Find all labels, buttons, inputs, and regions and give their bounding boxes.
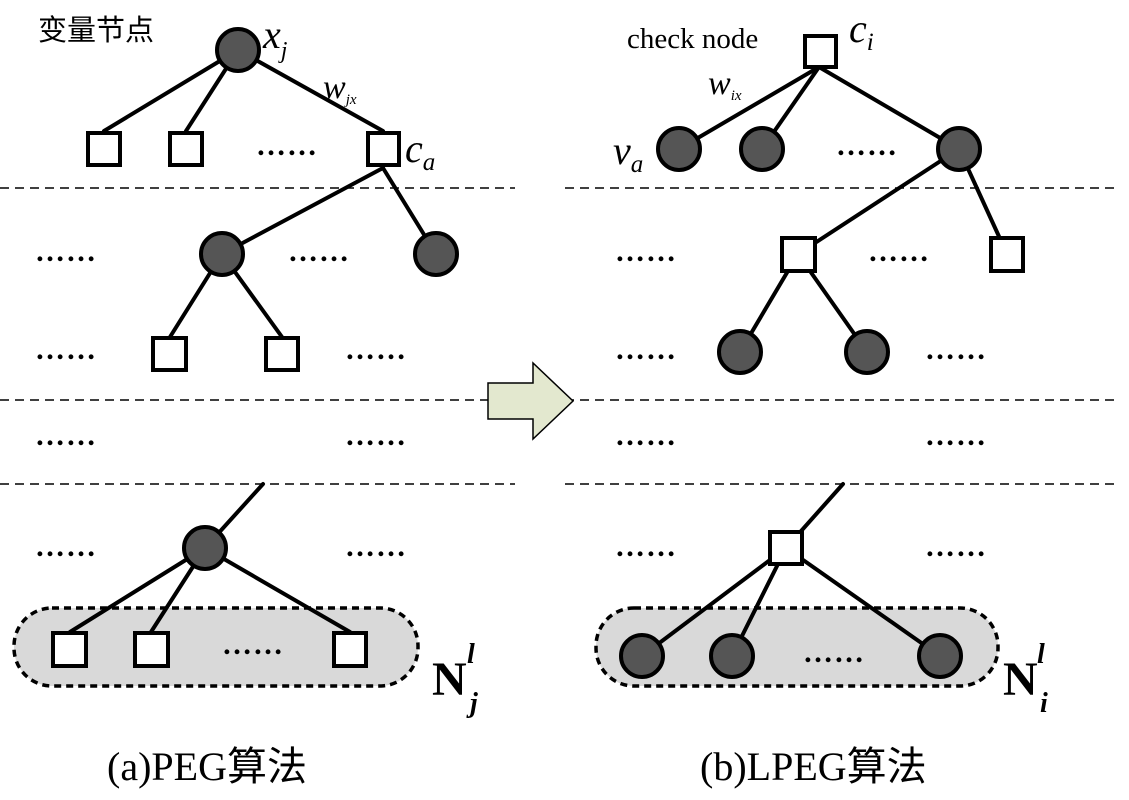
right-root-label-sub: i xyxy=(867,29,874,56)
right-edge-v3-c1 xyxy=(796,147,961,256)
right-check-node-2 xyxy=(989,236,1025,273)
left-edge-label: wjx xyxy=(323,69,357,108)
right-ellipsis-row2a: …… xyxy=(615,235,677,268)
right-root-label: ci xyxy=(849,6,874,56)
left-ellipsis-row4a: …… xyxy=(35,419,97,452)
right-edge-root-v3 xyxy=(817,65,961,151)
right-caption: (b)LPEG算法 xyxy=(700,744,927,789)
right-ellipsis-row1: …… xyxy=(836,129,898,162)
left-ellipsis-row3a: …… xyxy=(35,333,97,366)
left-variable-node-2 xyxy=(413,231,459,277)
left-edge-root-ca xyxy=(236,48,385,133)
right-root-label-main: c xyxy=(849,6,867,51)
right-group-variable-node-3 xyxy=(917,633,963,679)
left-ellipsis-row4b: …… xyxy=(345,419,407,452)
right-ellipsis-row4b: …… xyxy=(925,419,987,452)
left-check-node-1 xyxy=(86,131,122,167)
left-check-node-4 xyxy=(264,336,300,372)
right-group-sub: i xyxy=(1040,688,1048,719)
right-variable-node-3 xyxy=(936,126,982,172)
right-edge-root-v1 xyxy=(677,65,821,151)
left-ellipsis-row5b: …… xyxy=(345,530,407,563)
left-edge-v3-c7 xyxy=(203,546,352,634)
right-variable-node-va xyxy=(656,126,702,172)
left-group-label-main: N xyxy=(432,653,467,706)
right-variable-node-2 xyxy=(739,126,785,172)
left-root-label-sub: j xyxy=(278,38,288,64)
right-group-variable-node-1 xyxy=(619,633,665,679)
left-node-label-main: c xyxy=(405,126,423,171)
right-ellipsis-row4a: …… xyxy=(615,419,677,452)
right-node-label: va xyxy=(613,128,643,178)
right-ellipsis-row3b: …… xyxy=(925,333,987,366)
left-ellipsis-row5a: …… xyxy=(35,530,97,563)
left-edge-label-main: w xyxy=(323,69,346,106)
left-ellipsis-row2b: …… xyxy=(288,235,350,268)
left-variable-node-3 xyxy=(182,525,228,571)
left-group-sub: j xyxy=(466,688,478,719)
right-check-node-1 xyxy=(780,236,817,273)
left-root-variable-node xyxy=(215,27,261,73)
right-group-label: N xyxy=(1003,653,1038,706)
right-ellipsis-row2b: …… xyxy=(868,235,930,268)
left-edge-label-sub: jx xyxy=(344,92,357,108)
right-group-label-main: N xyxy=(1003,653,1038,706)
right-ellipsis-row5b: …… xyxy=(925,530,987,563)
left-variable-node-1 xyxy=(199,231,245,277)
transform-arrow xyxy=(487,361,575,441)
right-edge-label-main: w xyxy=(708,65,731,102)
left-group-check-node-2 xyxy=(133,631,170,668)
right-node-label-sub: a xyxy=(631,151,644,178)
left-panel-peg: …… …… …… …… …… …… …… …… …… …… 变量节点 xj wj… xyxy=(12,12,478,789)
right-edge-c3-v8 xyxy=(784,546,942,658)
left-neighborhood-box xyxy=(12,606,420,688)
left-group-sup: l xyxy=(467,639,475,670)
left-group-label: N xyxy=(432,653,467,706)
left-ellipsis-row2a: …… xyxy=(35,235,97,268)
left-caption: (a)PEG算法 xyxy=(107,744,307,789)
right-variable-node-5 xyxy=(844,329,890,375)
left-ellipsis-row3b: …… xyxy=(345,333,407,366)
right-ellipsis-row3a: …… xyxy=(615,333,677,366)
right-group-sup: l xyxy=(1037,639,1045,670)
left-node-label: ca xyxy=(405,126,435,176)
right-ellipsis-row5a: …… xyxy=(615,530,677,563)
right-ellipsis-group: …… xyxy=(803,636,865,669)
right-panel-lpeg: …… …… …… …… …… …… …… …… …… …… check node… xyxy=(594,6,1048,789)
left-check-node-ca xyxy=(366,131,401,167)
level-separators xyxy=(0,187,1115,485)
left-check-node-3 xyxy=(151,336,188,372)
right-edge-c3-v6 xyxy=(640,546,788,658)
right-edge-label-sub: ix xyxy=(731,88,742,104)
left-group-check-node-3 xyxy=(332,631,368,668)
right-node-label-main: v xyxy=(613,128,631,173)
left-edge-root-c1 xyxy=(102,48,240,133)
left-ellipsis-group: …… xyxy=(222,628,284,661)
left-root-label: xj xyxy=(262,12,288,64)
right-variable-node-4 xyxy=(717,329,763,375)
left-edge-ca-v1 xyxy=(220,166,385,256)
right-check-node-3 xyxy=(768,530,804,566)
right-edge-label: wix xyxy=(708,65,742,104)
left-group-check-node-1 xyxy=(51,631,88,668)
left-corner-label: 变量节点 xyxy=(38,14,154,47)
right-root-check-node xyxy=(803,34,838,69)
left-edge-v3-c5 xyxy=(68,546,207,634)
left-node-label-sub: a xyxy=(423,149,436,176)
left-ellipsis-row1: …… xyxy=(256,129,318,162)
left-check-node-2 xyxy=(168,131,204,167)
left-root-label-main: x xyxy=(262,12,281,57)
right-corner-label: check node xyxy=(627,23,758,55)
right-group-variable-node-2 xyxy=(709,633,755,679)
